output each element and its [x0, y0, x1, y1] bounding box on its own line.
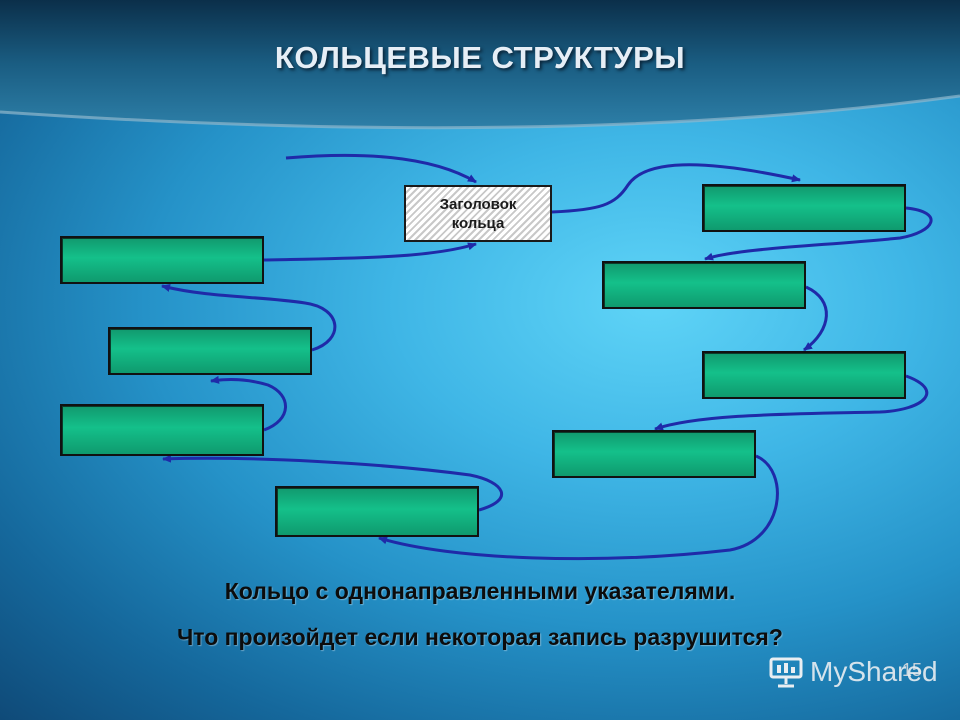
link-r2-to-r3	[803, 285, 828, 352]
presentation-board-icon	[769, 657, 803, 688]
ring-record-2	[602, 261, 806, 309]
link-r6-to-r7	[210, 375, 287, 432]
ring-record-3	[702, 351, 906, 399]
watermark: MyShared	[768, 656, 938, 688]
ring-record-4	[552, 430, 756, 478]
link-header-to-r1	[551, 163, 801, 214]
link-r3-to-r4	[654, 374, 929, 431]
ring-record-8	[60, 236, 264, 284]
title-banner	[0, 0, 960, 130]
ring-header-box: Заголовок кольца	[404, 185, 552, 242]
link-r4-to-r5	[378, 454, 779, 561]
entry-arrow	[285, 153, 477, 184]
link-r7-to-r8	[161, 284, 337, 352]
ring-header-label: Заголовок кольца	[439, 195, 517, 232]
ring-record-7	[108, 327, 312, 375]
link-r5-to-r6	[162, 454, 503, 512]
link-r1-to-r2	[704, 206, 933, 261]
watermark-text: MyShared	[810, 656, 938, 687]
caption-line-1: Кольцо с однонаправленными указателями.	[224, 578, 736, 604]
ring-record-5	[275, 486, 479, 537]
ring-record-6	[60, 404, 264, 456]
slide-title: КОЛЬЦЕВЫЕ СТРУКТУРЫ	[274, 40, 686, 75]
page-number: 15	[902, 660, 923, 680]
link-r8-to-header	[263, 242, 477, 262]
caption-line-2: Что произойдет если некоторая запись раз…	[177, 624, 783, 650]
ring-record-1	[702, 184, 906, 232]
